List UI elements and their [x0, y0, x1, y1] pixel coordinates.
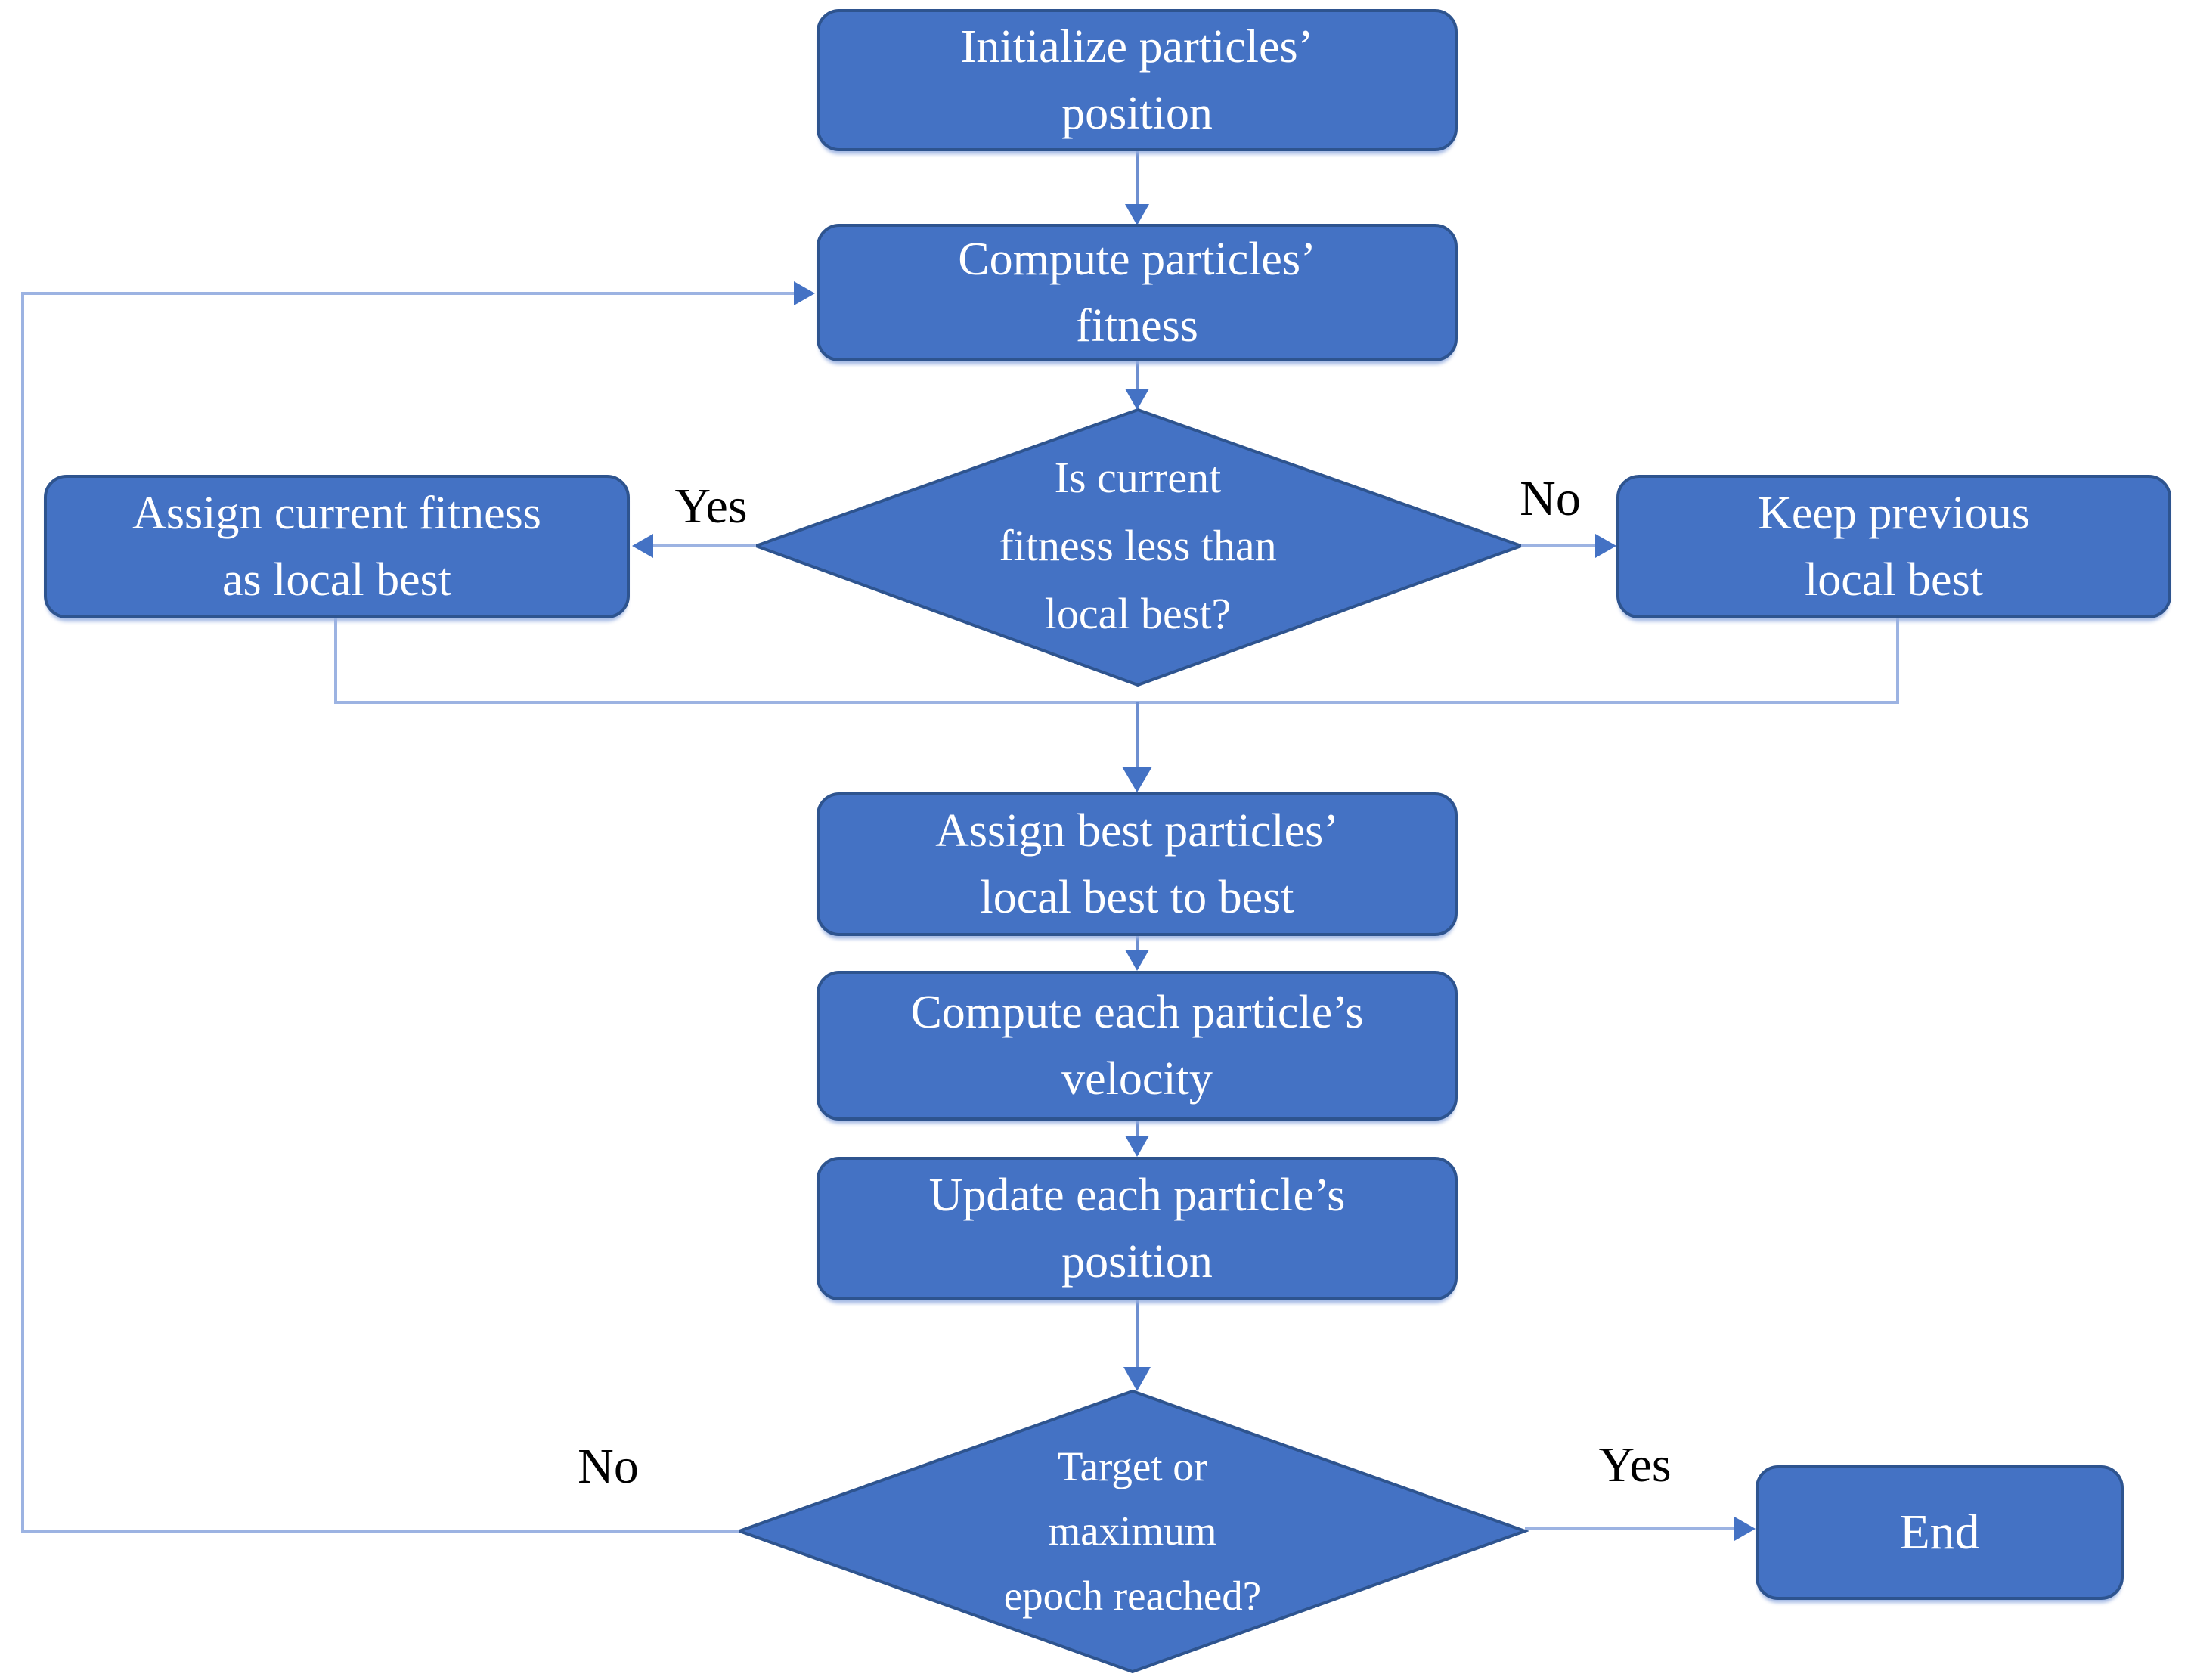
node-update-position: Update each particle’s position: [817, 1157, 1458, 1300]
node-assign-local-best: Assign current fitness as local best: [44, 475, 630, 618]
node-compute-velocity: Compute each particle’s velocity: [817, 971, 1458, 1121]
node-assign-global-best: Assign best particles’ local best to bes…: [817, 792, 1458, 936]
decision-termination-label: Target or maximum epoch reached?: [1003, 1443, 1262, 1619]
decision-local-best-diamond: [751, 408, 1526, 687]
arrowhead-compute-to-decision: [1125, 389, 1149, 410]
node-initialize-position: Initialize particles’ position: [817, 9, 1458, 151]
edge-label-yes-end: Yes: [1598, 1437, 1672, 1492]
arrowhead-no-to-keep-previous: [1595, 534, 1616, 558]
arrowhead-position-to-termination: [1123, 1367, 1151, 1391]
arrowhead-yes-to-assign-local: [632, 534, 653, 558]
decision-local-best-label: Is current fitness less than local best?: [999, 453, 1277, 638]
arrowhead-init-to-compute: [1125, 204, 1149, 225]
edge-label-no-loop: No: [578, 1439, 639, 1494]
arrowhead-merge-to-assign-best: [1122, 767, 1152, 792]
arrowhead-no-loopback: [794, 281, 815, 305]
edge-label-yes-local: Yes: [674, 479, 748, 534]
node-keep-previous-best: Keep previous local best: [1616, 475, 2171, 618]
node-compute-fitness: Compute particles’ fitness: [817, 224, 1458, 361]
arrowhead-assign-best-to-velocity: [1125, 950, 1149, 971]
edge-merge-side-boxes: [334, 618, 1899, 704]
edge-no-loopback: [21, 292, 801, 1533]
edge-label-no-local: No: [1520, 471, 1581, 526]
arrowhead-yes-to-end: [1734, 1517, 1756, 1541]
node-end: End: [1756, 1465, 2124, 1600]
arrowhead-velocity-to-position: [1125, 1136, 1149, 1157]
decision-termination-diamond: [735, 1389, 1529, 1674]
